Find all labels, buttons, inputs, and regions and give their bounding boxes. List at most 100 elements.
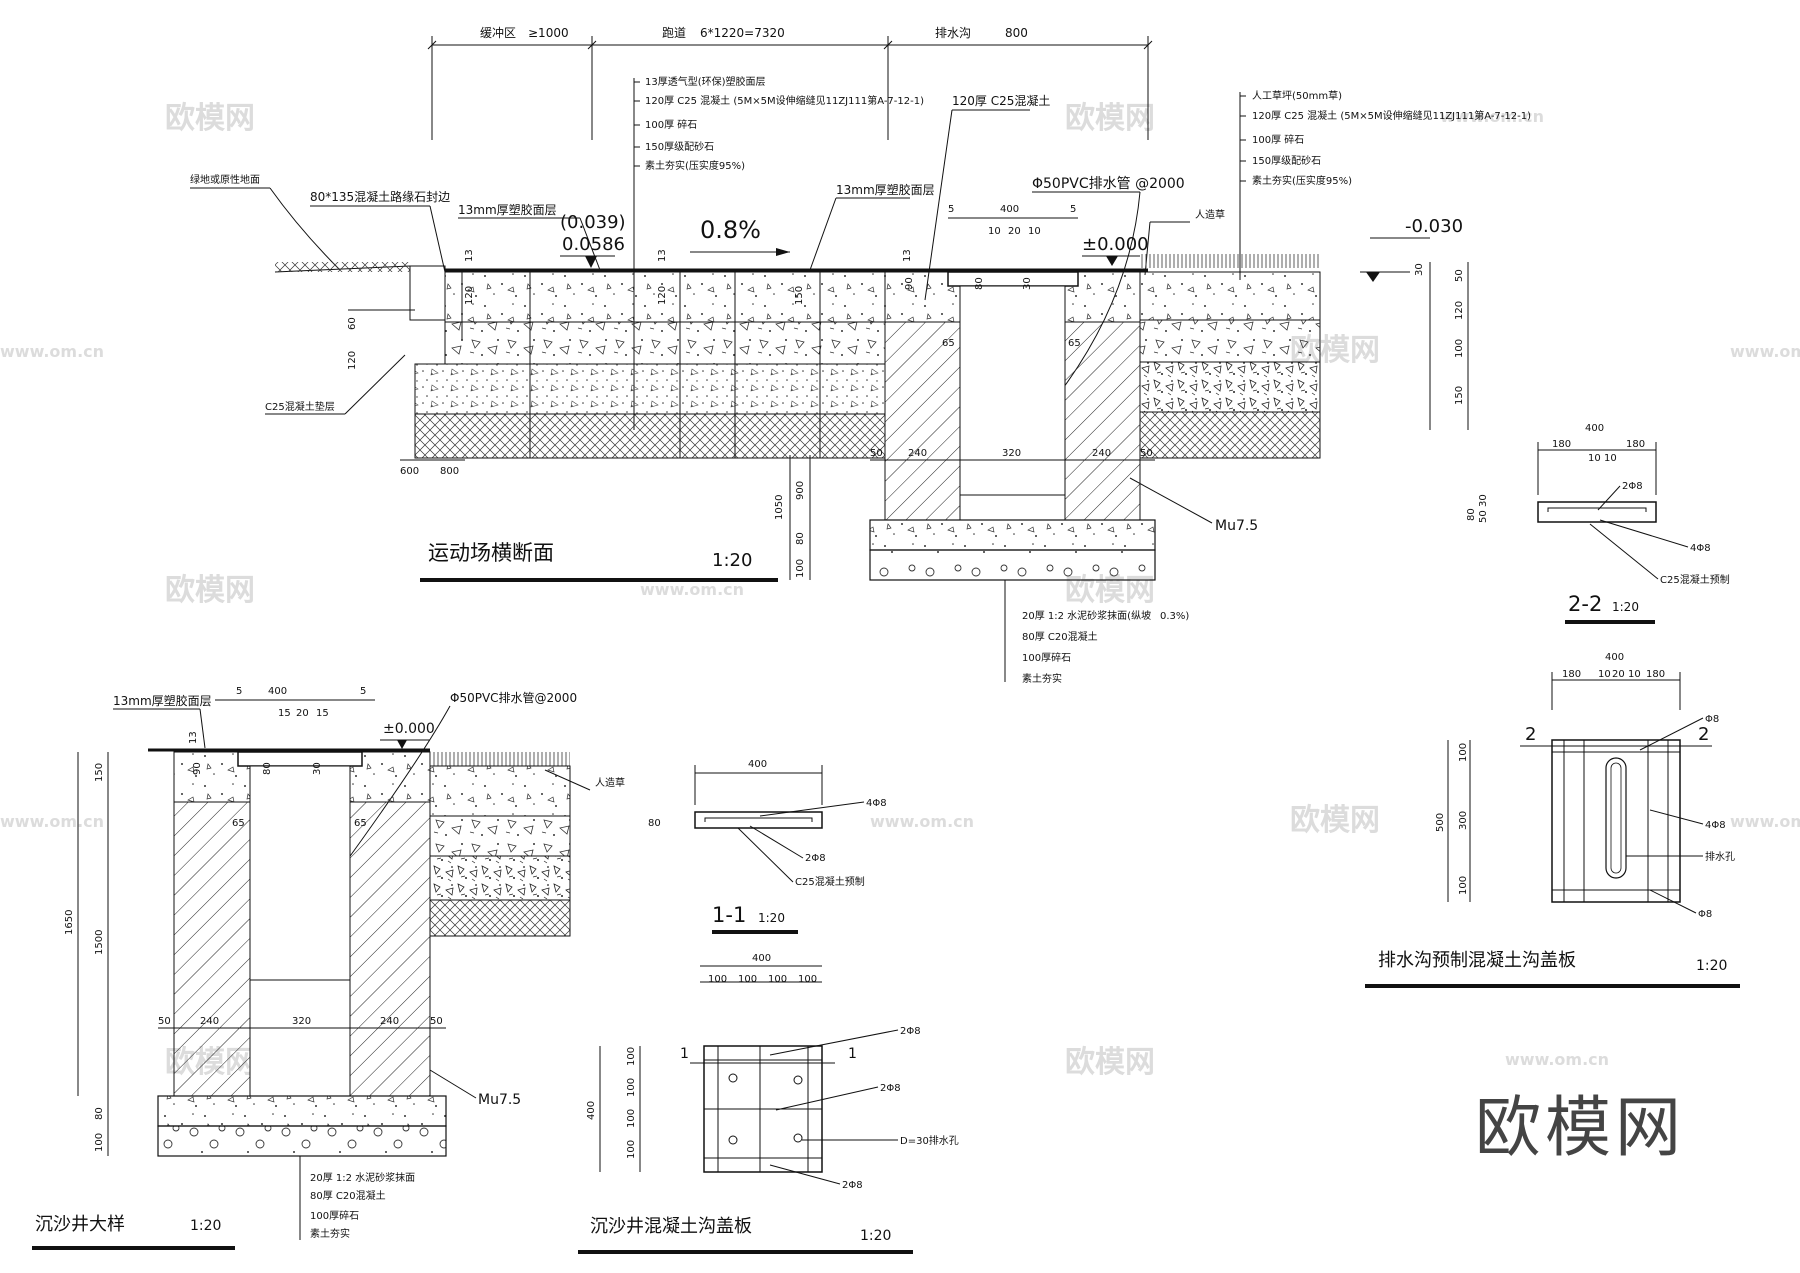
dim-r150: 150: [1454, 386, 1465, 405]
well-dim-50a: 50: [158, 1016, 171, 1027]
track-layer-4: 150厚级配砂石: [645, 140, 714, 153]
dc-dim-e: 180: [1646, 669, 1665, 680]
rubber-label-2: 13mm厚塑胶面层: [836, 182, 935, 197]
well-dim-15a: 15: [278, 708, 291, 719]
main-cross-section: 缓冲区 ≥1000 跑道 6*1220=7320 排水沟 800 13厚透气型(…: [190, 25, 1531, 685]
dim-120a: 120: [464, 286, 475, 305]
s11-rebar-2: 2Φ8: [805, 853, 826, 864]
bottom-layer-4: 素土夯实: [1022, 672, 1062, 685]
well-dim-50b: 50: [430, 1016, 443, 1027]
watermark-url: www.om.cn: [0, 812, 104, 831]
dc-dim-b: 10: [1598, 669, 1611, 680]
section-1-1-detail: 400 80 4Φ8 2Φ8 C25混凝土预制 1-1 1:20: [648, 759, 887, 934]
well-cover-detail: 400 100 100 100 100 1 1 400 100 100 100 …: [578, 953, 959, 1254]
s11-concrete: C25混凝土预制: [795, 875, 865, 888]
s22-h50: 50: [1478, 510, 1489, 523]
s22-dim-d: 180: [1626, 439, 1645, 450]
dim-13c: 13: [902, 249, 913, 262]
watermark-text: 欧模网: [1290, 803, 1380, 838]
well-mu-label: Mu7.5: [478, 1092, 521, 1108]
dim-80b: 80: [795, 532, 806, 545]
s11-height: 80: [648, 818, 661, 829]
well-bottom-layer-4: 素土夯实: [310, 1227, 350, 1240]
dim-65b: 65: [1068, 338, 1081, 349]
well-bottom-layer-2: 80厚 C20混凝土: [310, 1189, 386, 1202]
s11-title: 1-1: [712, 903, 746, 927]
dc-rebar-3: Φ8: [1698, 909, 1712, 920]
watermark-url: www.om.cn: [1730, 812, 1800, 831]
watermark-url: www.om.cn: [1440, 107, 1544, 126]
wc-rebar-1: 2Φ8: [900, 1026, 921, 1037]
wc-hole-label: D=30排水孔: [900, 1134, 959, 1147]
well-bottom-layer-1: 20厚 1:2 水泥砂浆抹面: [310, 1171, 415, 1184]
wc-top-dim-4: 100: [798, 974, 817, 985]
well-scale: 1:20: [190, 1218, 221, 1234]
dim-13a: 13: [464, 249, 475, 262]
well-dim-400: 400: [268, 686, 287, 697]
turf-label: 人造草: [1195, 208, 1225, 221]
wc-section-mark-1: 1: [680, 1046, 689, 1062]
well-dim-65b: 65: [354, 818, 367, 829]
s22-dim-a: 180: [1552, 439, 1571, 450]
wc-height: 400: [586, 1101, 597, 1120]
well-dim-100: 100: [94, 1133, 105, 1152]
track-layer-3: 100厚 碎石: [645, 118, 697, 131]
brand-logo: 欧模网: [1475, 1089, 1685, 1166]
dim-100: 100: [795, 559, 806, 578]
wc-side-dim-3: 100: [626, 1109, 637, 1128]
elevation-right: -0.030: [1405, 216, 1463, 237]
dc-title: 排水沟预制混凝土沟盖板: [1378, 950, 1576, 971]
s22-title: 2-2: [1568, 592, 1602, 616]
dim-50a: 50: [870, 448, 883, 459]
dc-h100a: 100: [1458, 743, 1469, 762]
dim-10b: 10: [1028, 226, 1041, 237]
dim-ditch-label: 排水沟: [935, 26, 971, 40]
dim-900: 900: [795, 481, 806, 500]
well-turf-label: 人造草: [595, 776, 625, 789]
curb-label: 80*135混凝土路缘石封边: [310, 189, 450, 204]
s22-dim-c: 10: [1604, 453, 1617, 464]
s22-width: 400: [1585, 423, 1604, 434]
bottom-layer-3: 100厚碎石: [1022, 651, 1071, 664]
grass-layer-2: 120厚 C25 混凝土 (5M×5M设伸缩缝见11ZJ111第A-7-12-1…: [1252, 109, 1531, 122]
well-dim-80b: 80: [94, 1107, 105, 1120]
dim-5a: 5: [948, 204, 954, 215]
dim-600: 600: [400, 466, 419, 477]
well-dim-150: 150: [94, 763, 105, 782]
dc-dim-a: 180: [1562, 669, 1581, 680]
dc-scale: 1:20: [1696, 958, 1727, 974]
watermark-text: 欧模网: [1065, 1045, 1155, 1080]
well-zero-elev: ±0.000: [383, 721, 435, 737]
well-pipe-label: Φ50PVC排水管@2000: [450, 690, 577, 705]
wc-side-dim-1: 100: [626, 1047, 637, 1066]
watermark-url: www.om.cn: [1505, 1050, 1609, 1069]
s22-rebar-1: 2Φ8: [1622, 481, 1643, 492]
wc-rebar-2: 2Φ8: [880, 1083, 901, 1094]
dim-30: 30: [1022, 277, 1033, 290]
dim-240b: 240: [1092, 448, 1111, 459]
watermark-url: www.om.cn: [0, 342, 104, 361]
dim-5b: 5: [1070, 204, 1076, 215]
well-dim-5b: 5: [360, 686, 366, 697]
dc-dim-c: 20: [1612, 669, 1625, 680]
dim-buffer-value: ≥1000: [528, 26, 569, 40]
wc-title: 沉沙井混凝土沟盖板: [590, 1216, 752, 1237]
pipe-label: Φ50PVC排水管 @2000: [1032, 176, 1185, 192]
well-title: 沉沙井大样: [35, 1214, 125, 1235]
dim-track-label: 跑道: [662, 26, 686, 40]
dc-section-mark-2: 2: [1698, 724, 1709, 745]
bottom-slope: 0.3%): [1160, 611, 1189, 622]
dim-r120: 120: [1454, 301, 1465, 320]
dim-r100: 100: [1454, 339, 1465, 358]
wc-side-dim-2: 100: [626, 1078, 637, 1097]
dim-90: 90: [904, 277, 915, 290]
watermark-url: www.om.cn: [1730, 342, 1800, 361]
s22-scale: 1:20: [1612, 600, 1639, 614]
dim-10: 10: [988, 226, 1001, 237]
dim-buffer-label: 缓冲区: [480, 25, 516, 40]
wc-rebar-3: 2Φ8: [842, 1180, 863, 1191]
mu-label: Mu7.5: [1215, 518, 1258, 534]
dc-rebar-2: 4Φ8: [1705, 820, 1726, 831]
wc-width: 400: [752, 953, 771, 964]
